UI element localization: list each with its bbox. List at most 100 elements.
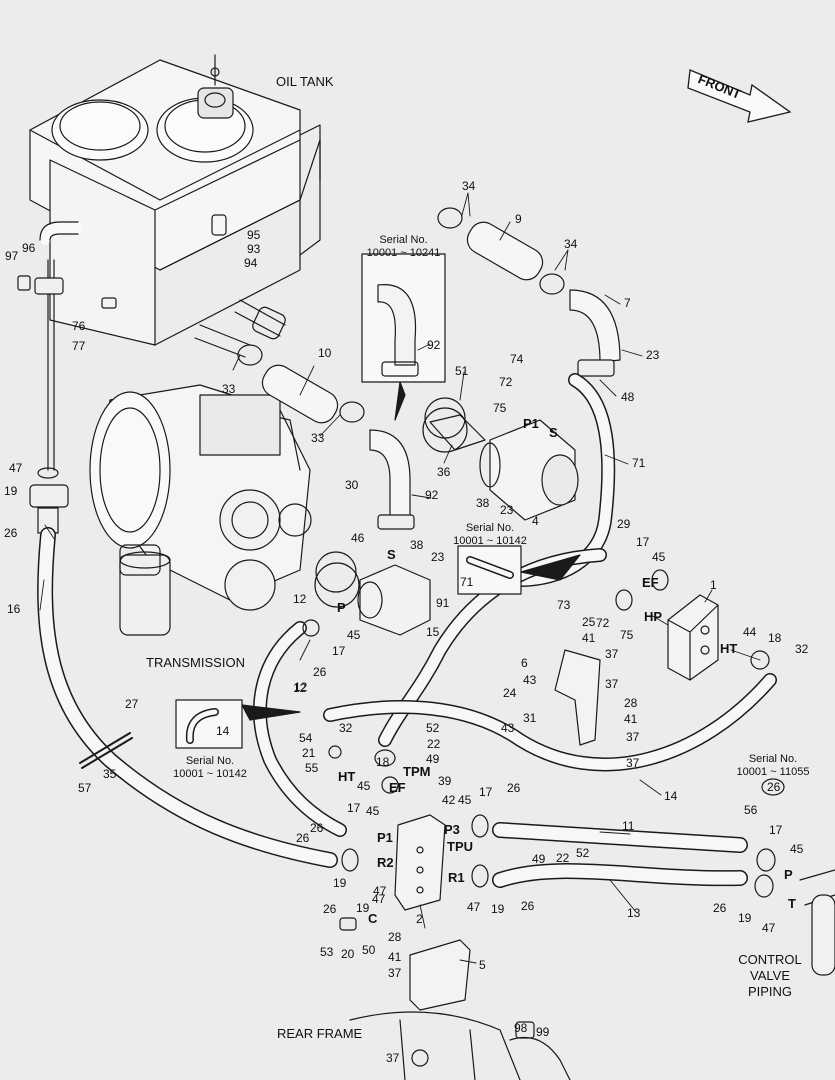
part-label: 32 [339,721,353,735]
part-label: 28 [624,696,638,710]
part-label: 38 [410,538,424,552]
part-label: 41 [388,950,402,964]
part-label: 19 [356,901,370,915]
serial-note-71: Serial No. 10001 ~ 10142 [450,522,530,548]
part-label: 26 [323,902,337,916]
part-label: 45 [347,628,361,642]
part-label: 46 [351,531,365,545]
part-label: 73 [557,598,571,612]
part-label: 72 [596,616,610,630]
part-label: 19 [4,484,18,498]
part-label: 43 [523,673,537,687]
part-label: 54 [299,731,313,745]
part-label: 47 [9,461,23,475]
part-label: 22 [427,737,441,751]
port-label: S [549,425,558,440]
port-label: TPM [403,764,431,779]
part-label: 21 [302,746,316,760]
part-label: 45 [790,842,804,856]
part-label: 42 [442,793,456,807]
part-label: 94 [244,256,258,270]
part-label: 47 [467,900,481,914]
part-label: 75 [620,628,634,642]
part-label: 14 [664,789,678,803]
part-label: 24 [503,686,517,700]
part-label: 44 [743,625,757,639]
part-label: 26 [507,781,521,795]
part-label: 26 [296,831,310,845]
part-label: 53 [320,945,334,959]
part-label: 13 [627,906,641,920]
part-label: 91 [436,596,450,610]
part-label: 45 [652,550,666,564]
part-label: 30 [345,478,359,492]
part-label: 49 [532,852,546,866]
part-label: 19 [333,876,347,890]
pump-91 [314,562,431,636]
part-label: 75 [493,401,507,415]
pump-4 [422,407,579,521]
part-label: 37 [626,730,640,744]
oil-tank-title: OIL TANK [276,74,334,89]
part-label: 92 [425,488,439,502]
part-label: 39 [438,774,452,788]
port-label: C [368,911,378,926]
part-label: 43 [501,721,515,735]
port-label: R2 [377,855,394,870]
part-label: 23 [500,503,514,517]
serial-note-92-range: 10001 ~ 10241 [366,247,441,259]
part-label: 95 [247,228,261,242]
part-label: 56 [744,803,758,817]
part-label: 22 [556,851,570,865]
part-label: 26 [310,821,324,835]
part-label: 33 [222,382,236,396]
rear-frame-title: REAR FRAME [277,1026,363,1041]
serial-note-14: Serial No. 10001 ~ 10142 [166,755,254,781]
part-label: 55 [305,761,319,775]
part-label: 23 [431,550,445,564]
part-label: 26 [4,526,18,540]
part-label: 77 [72,339,86,353]
part-label: 12 [294,680,308,694]
part-label: 18 [376,755,390,769]
part-label: 9 [515,212,522,226]
serial-note-71-range: 10001 ~ 10142 [453,535,527,547]
part-label: 17 [636,535,650,549]
serial-note-26-label: Serial No. [748,753,798,765]
part-label: 41 [582,631,596,645]
bracket-5 [409,939,471,1011]
part-label: 25 [582,615,596,629]
part-label: 45 [357,779,371,793]
part-label: 98 [514,1021,528,1035]
part-label: 20 [341,947,355,961]
part-label: 4 [532,514,539,528]
oil-tank [29,54,321,358]
part-label: 26 [713,901,727,915]
serial-ref-26: 26 [767,780,781,794]
control-valve-piping-title: CONTROL VALVE PIPING [738,952,802,999]
part-label: 49 [426,752,440,766]
valve-2 [394,814,446,911]
rear-frame [349,1011,521,1080]
part-label: 35 [103,767,117,781]
part-label: 71 [460,575,474,589]
serial-note-71-label: Serial No. [465,522,515,534]
port-label: HT [720,641,738,656]
part-label: 16 [7,602,21,616]
part-label: 17 [347,801,361,815]
part-label: 17 [479,785,493,799]
transmission [89,384,312,636]
part-label: 51 [455,364,469,378]
part-label: 45 [458,793,472,807]
part-label: 36 [437,465,451,479]
part-label: 33 [311,431,325,445]
port-label: HP [644,609,663,624]
part-label: 31 [523,711,537,725]
serial-note-26: Serial No. 10001 ~ 11055 [732,753,814,779]
part-label: 32 [795,642,809,656]
left-return-pipe [17,221,83,534]
part-label: 14 [216,724,230,738]
part-label: 38 [476,496,490,510]
